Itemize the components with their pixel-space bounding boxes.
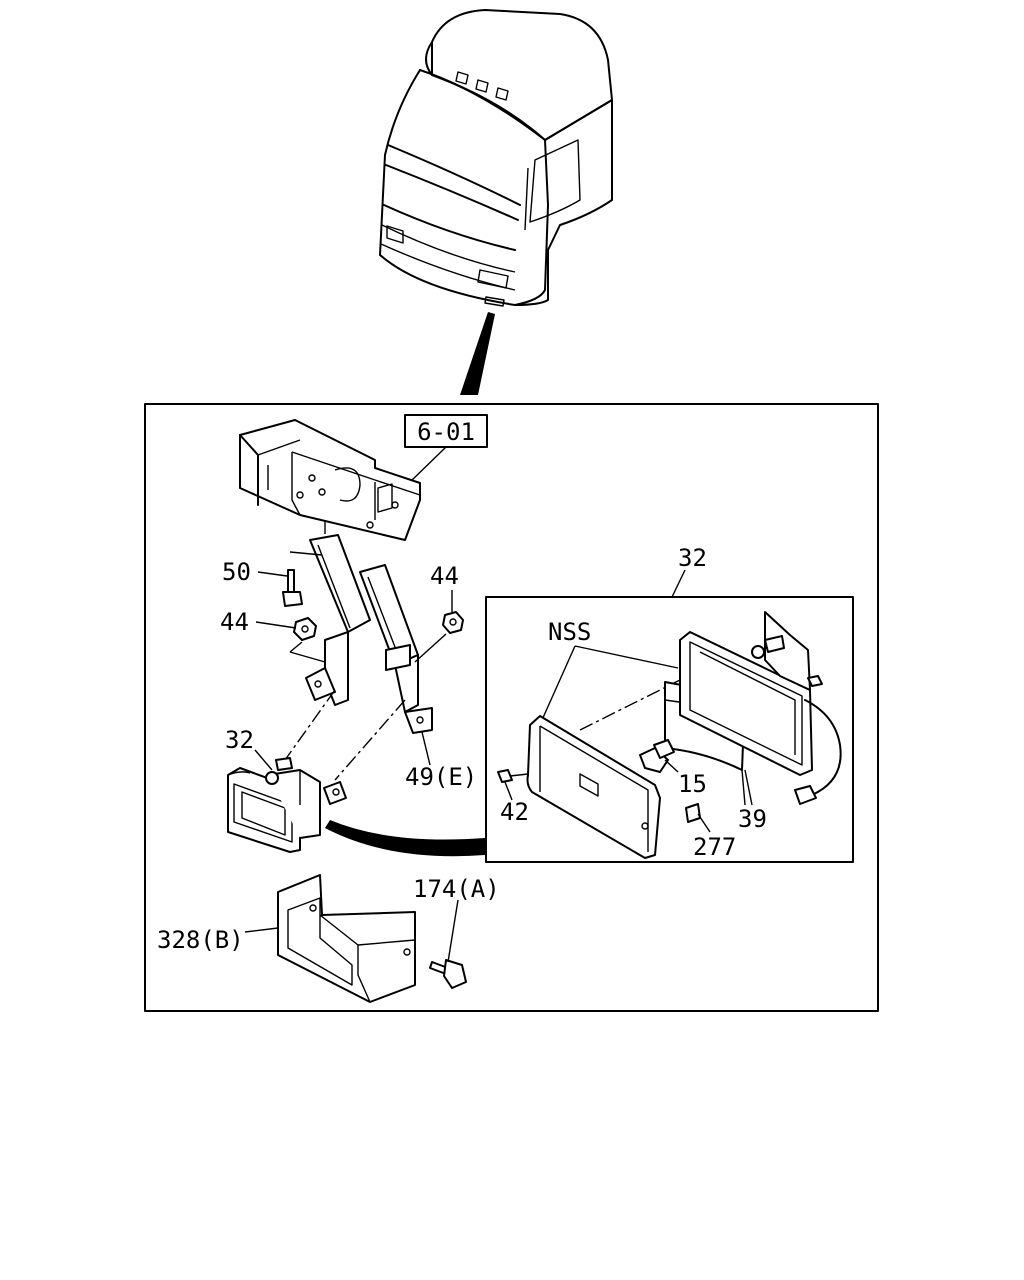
cover-328-label: 328(B) (157, 926, 244, 954)
lamp-32-left-label: 32 (225, 726, 254, 754)
screw-42[interactable] (497, 769, 529, 783)
nut-44-left-label: 44 (220, 608, 249, 636)
lamp-housing[interactable] (679, 611, 823, 776)
lamp-front-cover[interactable] (526, 715, 661, 859)
bolt-50[interactable] (282, 569, 303, 607)
bolt-174-label: 174(A) (413, 875, 500, 903)
lamp-32-detail-label: 32 (678, 544, 707, 572)
lamp-guard-328[interactable] (277, 874, 416, 1003)
bracket-49-label: 49(E) (405, 763, 477, 791)
ring-39-label: 39 (738, 805, 767, 833)
mounting-bracket-right (359, 564, 433, 734)
mounting-bracket-left (305, 534, 371, 706)
lamp-detail-pointer (325, 820, 485, 857)
bolt-174[interactable] (429, 959, 467, 989)
main-frame (144, 403, 879, 1012)
cab-pointer (460, 312, 495, 395)
screw-42-label: 42 (500, 798, 529, 826)
fog-lamp-assembly[interactable] (227, 757, 347, 853)
clip-277-label: 277 (693, 833, 736, 861)
reference-box[interactable]: 6-01 (404, 414, 488, 448)
lamp-wire (804, 699, 842, 796)
reference-box-label: 6-01 (417, 418, 475, 446)
bulb-15[interactable] (639, 739, 675, 773)
truck-cab-illustration (379, 9, 613, 307)
nss-label: NSS (548, 618, 591, 646)
frame-rail (239, 419, 421, 541)
bolt-50-label: 50 (222, 558, 251, 586)
nut-44-right-label: 44 (430, 562, 459, 590)
clip-277[interactable] (685, 803, 701, 823)
lamp-detail-frame (485, 596, 854, 863)
bulb-15-label: 15 (678, 770, 707, 798)
nut-44-left[interactable] (293, 617, 317, 641)
nut-44-right[interactable] (442, 611, 464, 634)
